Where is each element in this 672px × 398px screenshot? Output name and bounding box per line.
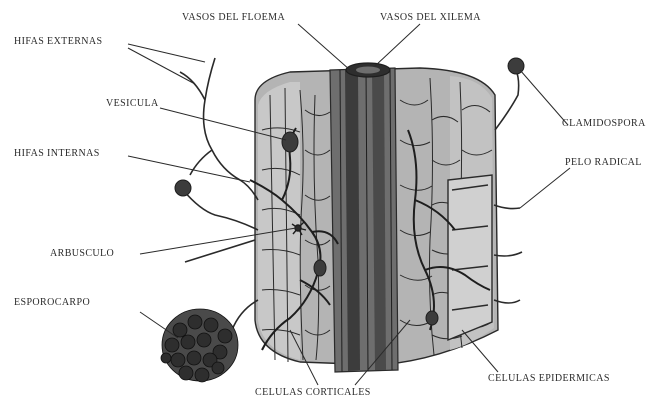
leader-clamidospora	[520, 70, 568, 125]
label-vasos-xilema: VASOS DEL XILEMA	[380, 12, 481, 23]
label-vasos-floema: VASOS DEL FLOEMA	[182, 12, 285, 23]
label-hifas-externas: HIFAS EXTERNAS	[14, 36, 102, 47]
sporocarp	[161, 309, 238, 382]
leader-hifas-externas-1	[128, 44, 205, 62]
leader-vasos-xilema	[375, 24, 420, 66]
leader-vasos-floema	[298, 24, 350, 70]
leader-hifas-externas-2	[128, 48, 195, 84]
leader-hifas-internas	[128, 156, 250, 182]
label-arbusculo: ARBUSCULO	[50, 248, 114, 259]
label-pelo-radical: PELO RADICAL	[565, 157, 642, 168]
label-celulas-epidermicas: CELULAS EPIDERMICAS	[488, 373, 610, 384]
label-clamidospora: CLAMIDOSPORA	[562, 118, 646, 129]
label-vesicula: VESICULA	[106, 98, 159, 109]
label-hifas-internas: HIFAS INTERNAS	[14, 148, 100, 159]
leader-pelo-radical	[520, 168, 570, 208]
label-esporocarpo: ESPOROCARPO	[14, 297, 90, 308]
label-celulas-corticales: CELULAS CORTICALES	[255, 387, 371, 398]
epidermis-edge	[448, 175, 492, 340]
vascular-stele	[330, 63, 398, 372]
